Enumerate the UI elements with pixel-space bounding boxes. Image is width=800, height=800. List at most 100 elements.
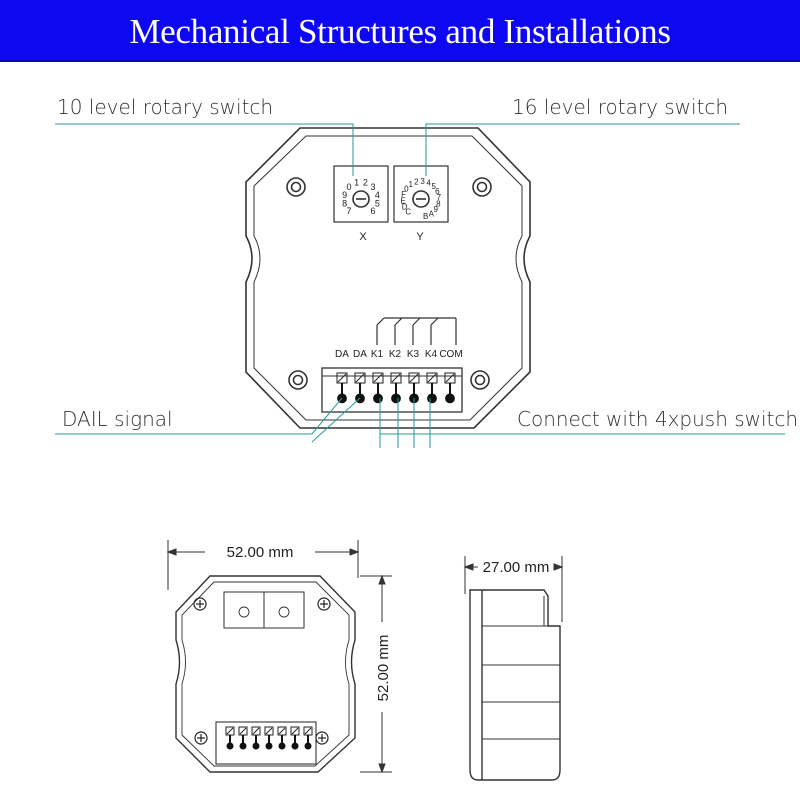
terminal-screw [373, 393, 383, 404]
dial-digit: A [429, 210, 435, 219]
rotary-knob-y [412, 190, 430, 208]
terminal-label: DA [335, 349, 349, 360]
page-title: Mechanical Structures and Installations [129, 12, 671, 51]
terminal-screw [427, 393, 437, 404]
title-banner: Mechanical Structures and Installations [0, 0, 800, 62]
dial-digit: 5 [375, 199, 380, 209]
height-dimension [360, 574, 392, 774]
leader-dali [55, 397, 343, 435]
screw-icon [193, 597, 207, 611]
callout-labels: 10 level rotary switch 16 level rotary s… [57, 95, 798, 431]
rotary-switch-y-housing [393, 165, 449, 223]
label-dali: DAIL signal [62, 407, 173, 431]
terminal-screw [445, 393, 455, 404]
rotary-y-label: Y [416, 231, 424, 243]
width-dimension-label: 52.00 mm [227, 544, 294, 561]
dial-digit: 8 [436, 200, 441, 209]
device-top-view [245, 127, 531, 429]
height-dimension-label: 52.00 mm [375, 635, 392, 702]
dial-digit: 9 [342, 190, 347, 200]
terminal-screw-slot [239, 727, 247, 735]
screw-icon [317, 597, 331, 611]
dial-digit: 6 [435, 187, 440, 196]
dial-digit: 0 [346, 182, 351, 192]
terminal-screw-slot [355, 373, 365, 383]
dial-digit: 9 [433, 205, 438, 214]
leader-rotary10 [55, 123, 354, 176]
dial-digit: 5 [431, 182, 436, 191]
terminal-screw [391, 393, 401, 404]
depth-dimension-label: 27.00 mm [483, 559, 550, 576]
terminal-screw-slot [226, 727, 234, 735]
dial-digit: 0 [404, 185, 409, 194]
label-push: Connect with 4xpush switch [517, 407, 798, 431]
terminal-label: K3 [407, 349, 420, 360]
terminal-screw [226, 742, 234, 750]
terminal-screw-slot [265, 727, 273, 735]
terminal-labels: DA DA K1 K2 K3 K4 COM [335, 349, 463, 360]
dial-digit: 8 [342, 199, 347, 209]
terminal-label: DA [353, 349, 367, 360]
screw-icon [315, 731, 329, 745]
label-rotary10: 10 level rotary switch [57, 95, 273, 119]
terminal-block-small [215, 721, 317, 765]
dial-digit: 6 [370, 206, 375, 216]
terminal-screw [278, 742, 286, 750]
device-inner-outline [253, 135, 523, 421]
mount-hole-bottom-right [470, 370, 490, 390]
mount-hole-top-right [472, 177, 492, 197]
terminal-screw-slot [391, 373, 401, 383]
dial-digit: 2 [414, 177, 419, 186]
terminal-screw-slot [252, 727, 260, 735]
rotary-knob-x [352, 190, 370, 208]
dial-digit: C [405, 208, 411, 217]
label-rotary16: 16 level rotary switch [512, 95, 728, 119]
screw-icon [194, 731, 208, 745]
terminal-screw-slot [427, 373, 437, 383]
terminal-screw [304, 742, 312, 750]
terminal-block [321, 367, 463, 413]
terminal-screw [291, 742, 299, 750]
leader-rotary16 [425, 123, 740, 176]
terminal-label: K2 [389, 349, 402, 360]
device-outline [245, 127, 531, 429]
dial-digit: 4 [375, 190, 380, 200]
dial-digit: 3 [370, 182, 375, 192]
dial-digit: 7 [437, 193, 442, 202]
dial-digit: 4 [426, 179, 431, 188]
terminal-screw-slot [409, 373, 419, 383]
rotary-switch-x-housing [333, 165, 389, 223]
terminal-screw-slot [278, 727, 286, 735]
push-switch-symbol [376, 317, 457, 345]
terminal-label: K1 [371, 349, 384, 360]
mount-hole-bottom-left [288, 370, 308, 390]
dial-digit: 2 [363, 178, 368, 188]
dial-digit: D [402, 202, 408, 211]
terminal-screw [239, 742, 247, 750]
terminal-screw [252, 742, 260, 750]
terminal-label: K4 [425, 349, 438, 360]
terminal-screws-small [225, 726, 313, 750]
terminal-screws [336, 372, 456, 404]
dial-digit: E [400, 196, 405, 205]
dial-digit: 3 [420, 177, 425, 186]
terminal-screw-slot [337, 373, 347, 383]
dial-digit: 1 [354, 178, 359, 188]
dial-digit: F [401, 190, 406, 199]
terminal-label: COM [439, 349, 462, 360]
terminal-screw-slot [291, 727, 299, 735]
leader-lines [55, 123, 785, 448]
device-dimension-view [175, 575, 356, 773]
mount-screws-small [193, 597, 331, 745]
terminal-screw [265, 742, 273, 750]
device-side-view [469, 589, 561, 781]
terminal-screw-slot [445, 373, 455, 383]
terminal-screw-slot [304, 727, 312, 735]
width-dimension [166, 540, 360, 590]
mount-hole-top-left [286, 177, 306, 197]
rotary-x-label: X [359, 231, 367, 243]
dial-digit: 7 [346, 206, 351, 216]
